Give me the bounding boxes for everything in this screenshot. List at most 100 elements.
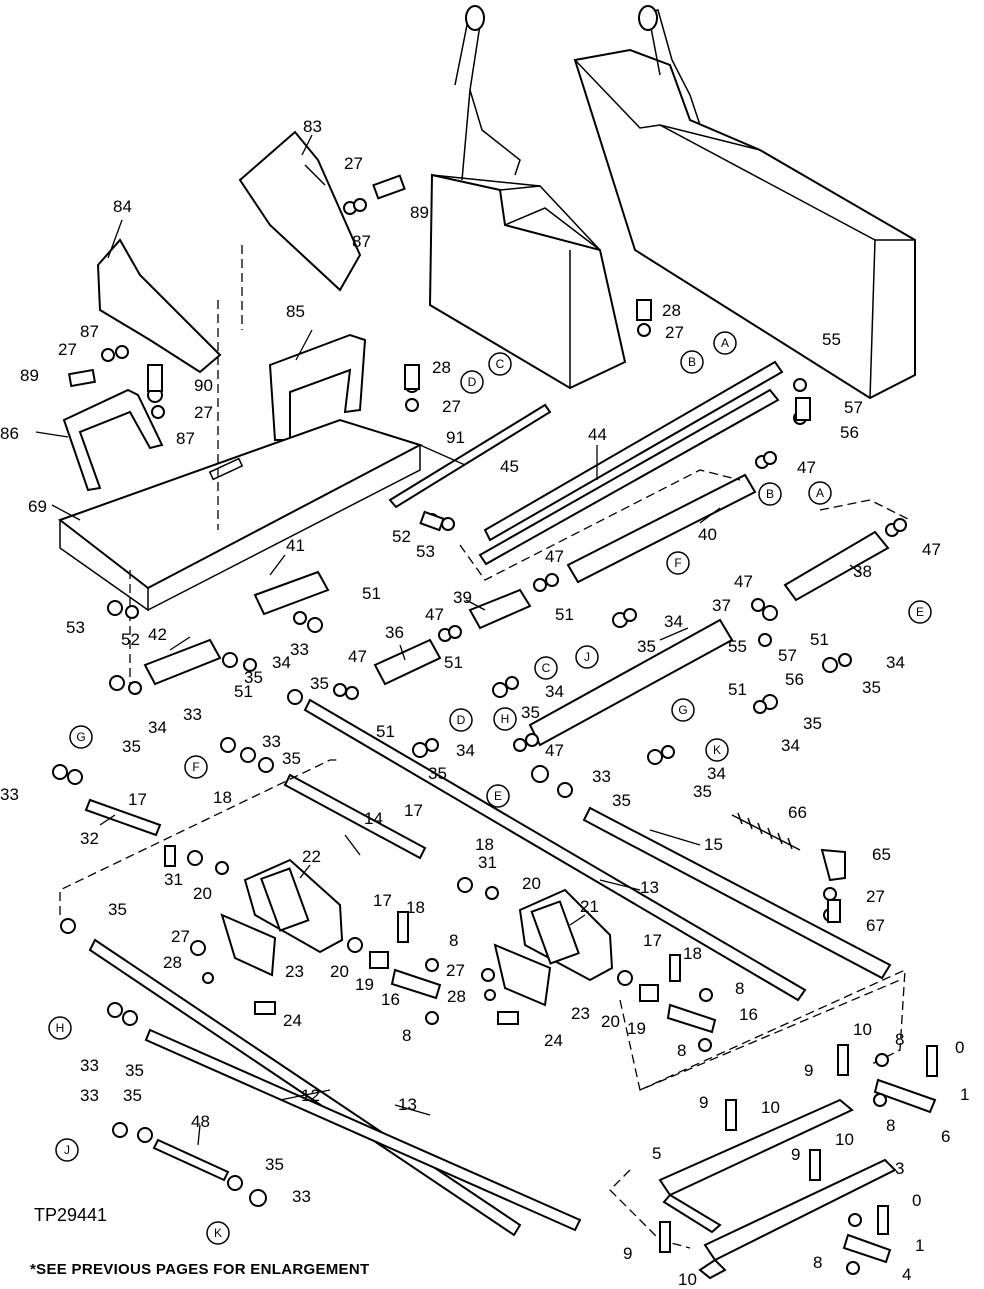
callout-24: 24 (544, 1031, 563, 1050)
callout-10: 10 (678, 1270, 697, 1289)
callout-17: 17 (404, 801, 423, 820)
callout-51: 51 (376, 722, 395, 741)
pedal-83 (238, 130, 362, 292)
callout-20: 20 (601, 1012, 620, 1031)
callout-47: 47 (922, 540, 941, 559)
callout-27: 27 (866, 887, 885, 906)
callout-27: 27 (665, 323, 684, 342)
callout-28: 28 (163, 953, 182, 972)
callout-27: 27 (194, 403, 213, 422)
callout-47: 47 (545, 547, 564, 566)
callout-57: 57 (778, 646, 797, 665)
callout-35: 35 (428, 764, 447, 783)
callout-20: 20 (330, 962, 349, 981)
callout-87: 87 (176, 429, 195, 448)
ref-a-top: A (713, 331, 737, 355)
callout-13: 13 (398, 1095, 417, 1114)
pedal-86 (62, 388, 164, 492)
callout-35: 35 (693, 782, 712, 801)
callout-35: 35 (122, 737, 141, 756)
ref-b-top: B (680, 350, 704, 374)
linkage-rod-12 (144, 1028, 582, 1232)
callout-15: 15 (704, 835, 723, 854)
callout-0: 0 (912, 1191, 921, 1210)
callout-89: 89 (20, 366, 39, 385)
assembly-guidelines (59, 245, 911, 1249)
callout-35: 35 (282, 749, 301, 768)
bracket-65 (820, 848, 846, 882)
callout-18: 18 (213, 788, 232, 807)
callout-47: 47 (425, 605, 444, 624)
callout-37: 37 (712, 596, 731, 615)
callout-33: 33 (80, 1086, 99, 1105)
ref-f-right: F (666, 551, 690, 575)
callout-33: 33 (262, 732, 281, 751)
svg-text:A: A (721, 336, 729, 350)
callout-53: 53 (66, 618, 85, 637)
callout-10: 10 (835, 1130, 854, 1149)
svg-text:C: C (542, 661, 551, 675)
callout-31: 31 (478, 853, 497, 872)
callout-35: 35 (612, 791, 631, 810)
clevis-16-left (390, 968, 442, 1000)
callout-33: 33 (592, 767, 611, 786)
callout-28: 28 (432, 358, 451, 377)
hardware (52, 174, 938, 1275)
callout-48: 48 (191, 1112, 210, 1131)
callout-52: 52 (121, 630, 140, 649)
callout-0: 0 (955, 1038, 964, 1057)
callout-18: 18 (683, 944, 702, 963)
callout-34: 34 (664, 612, 683, 631)
callout-8: 8 (895, 1030, 904, 1049)
callout-16: 16 (739, 1005, 758, 1024)
svg-text:C: C (496, 357, 505, 371)
footnote: *SEE PREVIOUS PAGES FOR ENLARGEMENT (30, 1261, 370, 1278)
callout-21: 21 (580, 897, 599, 916)
callout-8: 8 (449, 931, 458, 950)
callout-8: 8 (677, 1041, 686, 1060)
callout-47: 47 (797, 458, 816, 477)
ref-e-left: E (486, 784, 510, 808)
svg-text:F: F (192, 760, 199, 774)
callout-17: 17 (643, 931, 662, 950)
callout-57: 57 (844, 398, 863, 417)
callout-53: 53 (416, 542, 435, 561)
callout-34: 34 (456, 741, 475, 760)
callout-34: 34 (886, 653, 905, 672)
callout-1: 1 (960, 1085, 969, 1104)
rod-32 (84, 798, 162, 837)
callout-9: 9 (699, 1093, 708, 1112)
callout-84: 84 (113, 197, 132, 216)
callout-17: 17 (373, 891, 392, 910)
ref-g-left: G (69, 725, 93, 749)
svg-text:G: G (76, 730, 85, 744)
svg-text:K: K (713, 743, 721, 757)
callout-8: 8 (735, 979, 744, 998)
callout-87: 87 (352, 232, 371, 251)
callout-35: 35 (108, 900, 127, 919)
callout-32: 32 (80, 829, 99, 848)
linkage-rod-15 (582, 806, 892, 980)
ref-h-bottom: H (48, 1016, 72, 1040)
callout-27: 27 (171, 927, 190, 946)
svg-text:B: B (766, 487, 774, 501)
callout-28: 28 (447, 987, 466, 1006)
callout-18: 18 (406, 898, 425, 917)
callout-20: 20 (522, 874, 541, 893)
frame-5 (658, 1098, 854, 1234)
rod-38 (783, 530, 890, 602)
callout-34: 34 (781, 736, 800, 755)
callout-35: 35 (803, 714, 822, 733)
callout-34: 34 (148, 718, 167, 737)
callout-52: 52 (392, 527, 411, 546)
ref-j-mid: J (575, 645, 599, 669)
callout-85: 85 (286, 302, 305, 321)
ref-a-mid: A (808, 481, 832, 505)
callout-33: 33 (292, 1187, 311, 1206)
callout-18: 18 (475, 835, 494, 854)
callout-10: 10 (853, 1020, 872, 1039)
ref-d-mid: D (449, 708, 473, 732)
linkage-rod-14 (283, 773, 427, 860)
callout-83: 83 (303, 117, 322, 136)
bracket-23-left (220, 913, 277, 977)
